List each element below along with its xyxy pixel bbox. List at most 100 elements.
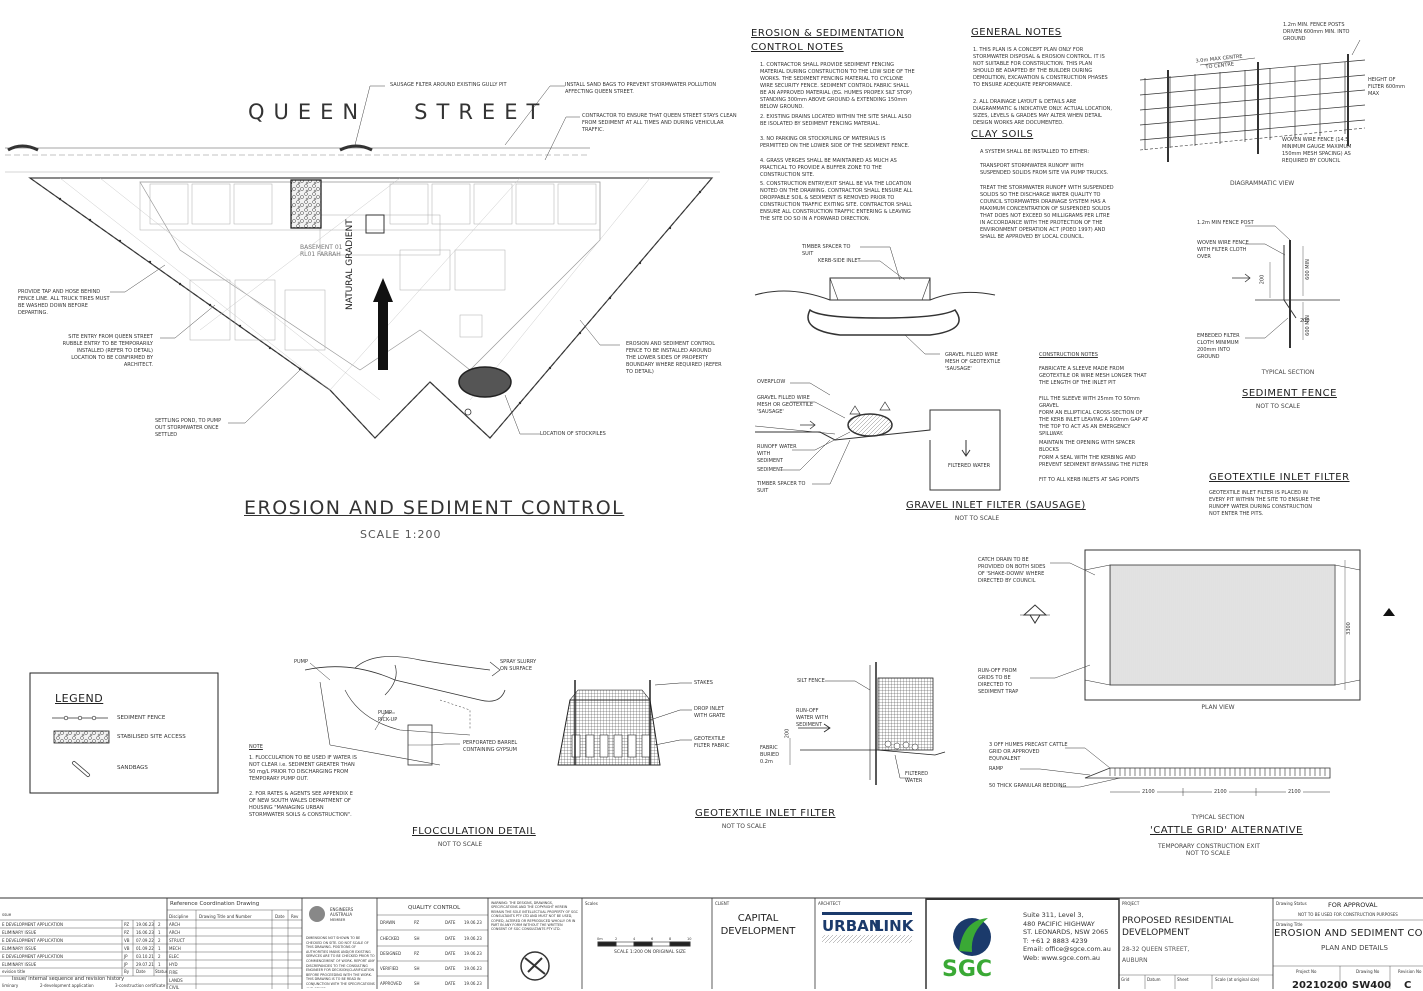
- rev-col-status: Status: [155, 969, 168, 974]
- gf-construction-1: FABRICATE A SLEEVE MADE FROM GEOTEXTILE …: [1039, 366, 1147, 386]
- ref-col-title: Drawing Title and Number: [199, 914, 252, 919]
- sf-label-embedded: EMBEDED FILTER CLOTH MINIMUM 200mm INTO …: [1197, 333, 1240, 360]
- scale-tick-2: 2: [615, 937, 618, 941]
- gf-label-filtered: FILTERED WATER: [948, 463, 991, 469]
- sgc-address: Suite 311, Level 3, 480 PACIFIC HIGHWAY …: [1023, 911, 1111, 962]
- qc-date-3: 19.06.23: [464, 951, 482, 956]
- scale-tick-10: 10: [687, 937, 692, 941]
- qc-date-2: 19.06.23: [464, 936, 482, 941]
- discipline-4: MECH: [169, 946, 181, 951]
- rev-row-5-desc: E DEVELOPMENT APPLICATION: [2, 954, 63, 959]
- sf-label-woven: WOVEN WIRE FENCE (14.5 MINIMUM GAUGE MAX…: [1282, 137, 1352, 164]
- cg-dim-2: 2100: [1212, 789, 1229, 796]
- geotextile-filter-diagram: [557, 662, 946, 785]
- sheet-label: Sheet: [1177, 977, 1189, 982]
- grid-label: Grid: [1121, 977, 1130, 982]
- cg-label-catch-drain: CATCH DRAIN TO BE PROVIDED ON BOTH SIDES…: [978, 557, 1046, 584]
- geo-filter-top-title: GEOTEXTILE INLET FILTER: [1209, 472, 1350, 483]
- title-block-grid: [0, 897, 1423, 989]
- sf-dim-200b: 200: [1300, 318, 1310, 324]
- qc-who-4: SH: [414, 966, 420, 971]
- rev-row-2-desc: ELIMINARY ISSUE: [2, 930, 37, 935]
- sf-label-post: 1.2m MIN FENCE POST: [1197, 220, 1254, 226]
- rev-row-1-rev: 2: [158, 922, 161, 927]
- revision-no: C: [1404, 980, 1412, 991]
- rev-row-4-desc: ELIMINARY ISSUE: [2, 946, 37, 951]
- gravel-filter-title: GRAVEL INLET FILTER (SAUSAGE): [906, 500, 1086, 511]
- issue-sequence: Issue/ internal sequence and revision hi…: [12, 976, 125, 982]
- scale-tick-4: 4: [633, 937, 636, 941]
- clay-soils-item-1: TRANSPORT STORMWATER RUNOFF WITH SUSPEND…: [980, 163, 1109, 176]
- gradient-label: NATURAL GRADIENT: [345, 219, 355, 310]
- cg-label-ramp: RAMP: [989, 766, 1004, 772]
- gb-label-fabric: GEOTEXTILE FILTER FABRIC: [694, 736, 730, 749]
- sf-typical: TYPICAL SECTION: [1261, 369, 1315, 376]
- scale-tick-6: 6: [651, 937, 654, 941]
- sf-dim-600: 600 MIN: [1304, 259, 1311, 280]
- gf-label-gravel-mesh2: GRAVEL FILLED WIRE MESH OR GEOTEXTILE 'S…: [757, 395, 813, 415]
- discipline-5: ELEC: [169, 954, 180, 959]
- street-name: QUEEN STREET: [248, 100, 549, 124]
- sediment-fence-diagram: [1139, 39, 1366, 348]
- qc-date-5: 19.06.23: [464, 981, 482, 986]
- status-note: NOT TO BE USED FOR CONSTRUCTION PURPOSES: [1298, 912, 1398, 917]
- rev-row-6-rev: 1: [158, 962, 161, 967]
- cg-typical: TYPICAL SECTION: [1191, 814, 1245, 821]
- gf-construction-6: FIT TO ALL KERB INLETS AT SAG POINTS: [1039, 477, 1140, 483]
- gb-label-buried: FABRIC BURIED 0.2m: [760, 745, 780, 765]
- drawing-title-label: Drawing Title: [1276, 922, 1303, 927]
- gb-label-silt: SILT FENCE: [797, 678, 825, 684]
- datum-label: Datum: [1147, 977, 1161, 982]
- esc-note-3: 3. NO PARKING OR STOCKPILING OF MATERIAL…: [760, 136, 910, 149]
- esc-note-2: 2. EXISTING DRAINS LOCATED WITHIN THE SI…: [760, 114, 912, 127]
- architect-label: ARCHITECT: [818, 901, 841, 906]
- qc-date-label-4: DATE: [445, 966, 456, 971]
- discipline-1: ARCH: [169, 922, 181, 927]
- issue-footer-1: liminary: [2, 983, 19, 988]
- gf-construction-3: FORM AN ELLIPTICAL CROSS-SECTION OF THE …: [1039, 410, 1149, 437]
- sgc-logo-text: SGC: [942, 957, 993, 982]
- issue-footer-3: 3-construction certificate: [115, 983, 166, 988]
- qc-date-label-5: DATE: [445, 981, 456, 986]
- sediment-fence-line: [29, 177, 713, 439]
- project-no: 20210200: [1292, 980, 1348, 991]
- client-name: CAPITAL DEVELOPMENT: [720, 913, 796, 937]
- rev-col-title: evision title: [2, 969, 26, 974]
- ref-title: Reference Coordination Drawing: [170, 901, 260, 907]
- qc-who-2: SH: [414, 936, 420, 941]
- discipline-2: ARCH: [169, 930, 181, 935]
- site-plan-scale: SCALE 1:200: [360, 528, 442, 541]
- discipline-6: HYD: [169, 962, 178, 967]
- project-label: PROJECT: [1122, 901, 1140, 906]
- drawing-title: EROSION AND SEDIMENT CONTROL: [1274, 928, 1423, 939]
- legend-item-fence: SEDIMENT FENCE: [117, 715, 166, 721]
- callout-fence: EROSION AND SEDIMENT CONTROL FENCE TO BE…: [626, 341, 722, 375]
- sf-dim-200: 200: [1259, 274, 1266, 285]
- qc-date-label-2: DATE: [445, 936, 456, 941]
- qc-role-1: DRAWN: [380, 920, 396, 925]
- engineers-name: ENGINEERS AUSTRALIA: [330, 907, 354, 917]
- rev-row-4-date: 01.09.22: [136, 946, 154, 951]
- qc-role-2: CHECKED: [380, 936, 400, 941]
- rev-col-date: Date: [136, 969, 146, 974]
- drawing-status: FOR APPROVAL: [1328, 901, 1378, 909]
- copyright-warning: WARNING: THE DESIGNS, DRAWINGS, SPECIFIC…: [491, 901, 578, 932]
- scale-tick-8: 8: [669, 937, 672, 941]
- qc-date-label-1: DATE: [445, 920, 456, 925]
- gf-label-sediment: SEDIMENT: [757, 467, 783, 473]
- status-label: Drawing Status: [1276, 901, 1307, 906]
- cattle-grid-title: 'CATTLE GRID' ALTERNATIVE: [1150, 825, 1303, 836]
- general-note-2: 2. ALL DRAINAGE LAYOUT & DETAILS ARE DIA…: [973, 99, 1112, 126]
- gf-label-gravel-mesh: GRAVEL FILLED WIRE MESH OF GEOTEXTILE 'S…: [945, 352, 1001, 372]
- scale-tick-0: 0m: [597, 937, 603, 941]
- cg-dim-1: 2100: [1140, 789, 1157, 796]
- architect-logo-link: LINK: [874, 917, 914, 935]
- gravel-filter-scale: NOT TO SCALE: [954, 515, 1000, 522]
- gf-construction-5: FORM A SEAL WITH THE KERBING AND PREVENT…: [1039, 455, 1149, 468]
- revision-header: ssue: [2, 912, 12, 917]
- architect-logo-urban: URBAN: [822, 917, 882, 935]
- general-notes-title: GENERAL NOTES: [971, 27, 1062, 38]
- project-no-label: Project No: [1296, 969, 1317, 974]
- drawing-no: SW400: [1352, 980, 1392, 991]
- sf-diagrammatic: DIAGRAMMATIC VIEW: [1230, 180, 1295, 187]
